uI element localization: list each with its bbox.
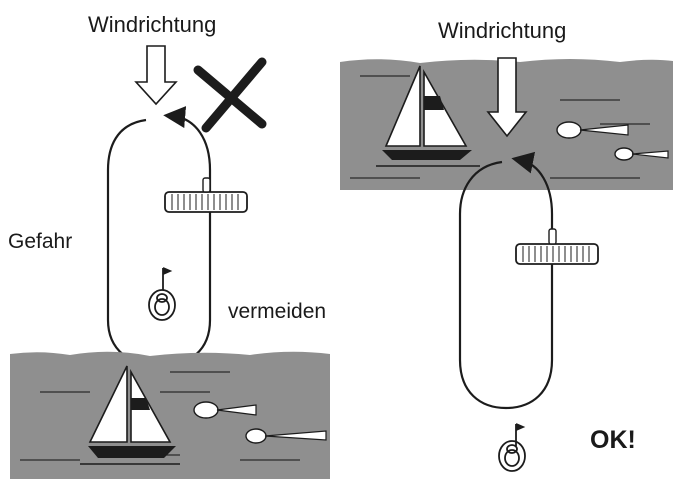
right-sailboat-icon [376, 65, 480, 167]
left-panel: Windrichtung [8, 12, 330, 479]
right-panel: Windrichtung [340, 18, 673, 472]
right-wind-arrow-icon [486, 57, 528, 138]
right-person-in-water-icon [498, 423, 526, 472]
left-wind-arrow-icon [134, 45, 178, 106]
left-person-in-water-icon [148, 267, 176, 321]
right-swimmer-icon-2 [614, 147, 669, 161]
cross-icon [193, 57, 267, 133]
left-circuit-path [106, 106, 212, 368]
left-water-area [10, 351, 330, 479]
ok-label: OK! [590, 426, 636, 454]
left-windsurf-board-icon [164, 177, 248, 213]
left-swimmer-icon-1 [193, 401, 257, 419]
left-sailboat-icon [80, 365, 180, 465]
left-side-label-avoid: vermeiden [228, 300, 326, 323]
left-swimmer-icon-2 [245, 428, 327, 444]
left-side-label-danger: Gefahr [8, 230, 72, 253]
right-circuit-path [458, 151, 554, 410]
right-swimmer-icon-1 [556, 121, 629, 139]
left-wind-label: Windrichtung [88, 12, 216, 37]
right-wind-label: Windrichtung [438, 18, 566, 43]
right-windsurf-board-icon [515, 228, 599, 265]
